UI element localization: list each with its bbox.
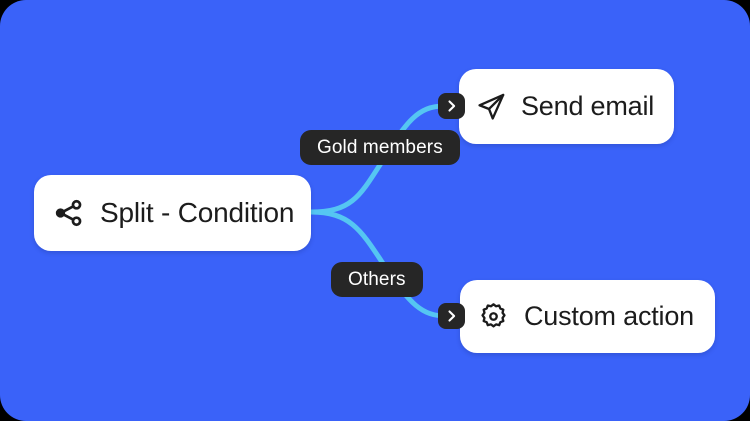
node-send-email-label: Send email xyxy=(521,91,655,121)
chevron-right-icon-bottom[interactable] xyxy=(438,303,465,329)
gear-icon xyxy=(478,301,509,332)
node-custom-action[interactable]: Custom action xyxy=(460,280,715,353)
split-share-icon xyxy=(52,196,86,230)
paper-plane-icon xyxy=(475,90,508,123)
node-split-condition[interactable]: Split - Condition xyxy=(34,175,311,251)
node-send-email[interactable]: Send email xyxy=(459,69,674,144)
branch-label-gold-members[interactable]: Gold members xyxy=(300,130,460,165)
node-custom-action-label: Custom action xyxy=(524,301,694,331)
chevron-right-icon-top[interactable] xyxy=(438,93,465,119)
branch-label-others[interactable]: Others xyxy=(331,262,423,297)
node-split-condition-label: Split - Condition xyxy=(100,197,295,228)
